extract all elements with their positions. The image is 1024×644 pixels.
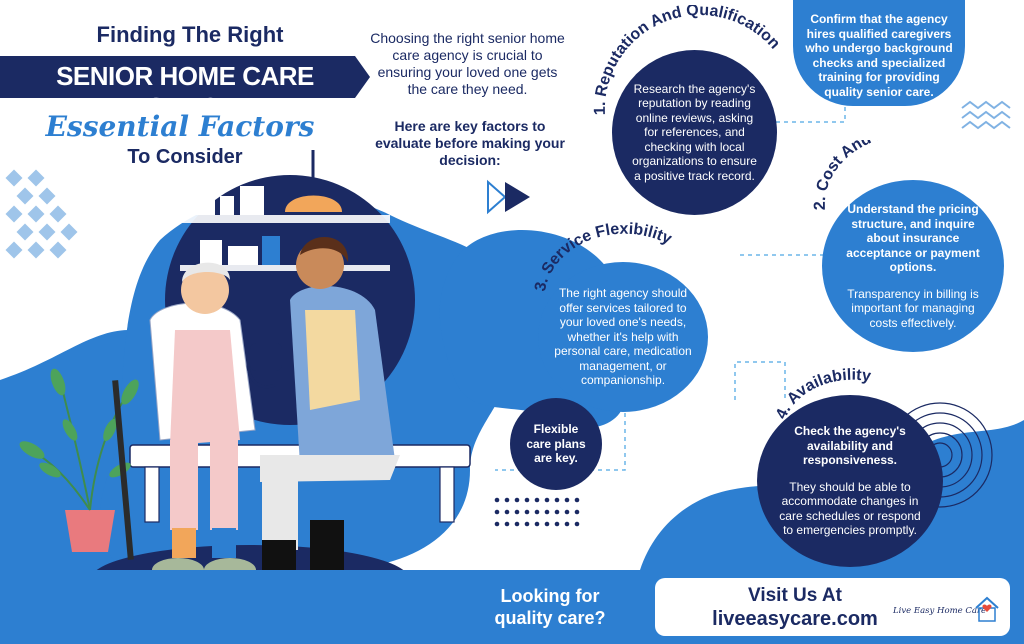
- logo-text: Live Easy Home Care: [893, 606, 987, 616]
- factor1-extra-box: Confirm that the agency hires qualified …: [793, 0, 965, 106]
- footer-card[interactable]: Visit Us At liveeasycare.com Live Easy H…: [655, 578, 1010, 636]
- factor4-circle: Check the agency's availability and resp…: [757, 395, 943, 567]
- intro-emphasis: Here are key factors to evaluate before …: [375, 118, 565, 168]
- title-line1: Finding The Right: [96, 22, 284, 47]
- factor2-extra: Transparency in billing is important for…: [847, 286, 979, 330]
- arrow-solid-icon: [505, 182, 530, 212]
- factor3-extra-circle: Flexible care plans are key.: [510, 398, 602, 490]
- factor2-circle: Understand the pricing structure, and in…: [822, 180, 1004, 352]
- title-line2: SENIOR HOME CARE AGENCY:: [56, 61, 314, 122]
- factor4-body: Check the agency's availability and resp…: [794, 424, 906, 468]
- house-heart-icon: [975, 596, 999, 622]
- title-line4: To Consider: [127, 146, 243, 168]
- title-band: SENIOR HOME CARE AGENCY:: [0, 56, 370, 98]
- factor3-body: The right agency should offer services t…: [554, 286, 692, 388]
- factor1-extra: Confirm that the agency hires qualified …: [805, 12, 953, 99]
- senior-figure: [112, 262, 256, 582]
- arrow-outline-icon: [487, 179, 507, 215]
- left-blob: [0, 330, 130, 644]
- factor1-circle: Research the agency's reputation by read…: [612, 50, 777, 215]
- website-link[interactable]: liveeasycare.com: [712, 608, 878, 630]
- factor3-circle: The right agency should offer services t…: [538, 262, 708, 412]
- factor3-extra: Flexible care plans are key.: [526, 422, 586, 466]
- visit-label: Visit Us At: [748, 585, 842, 606]
- footer-question: Looking for quality care?: [494, 586, 606, 628]
- caregiver-figure: [246, 237, 400, 580]
- title-line3: Essential Factors: [45, 110, 315, 143]
- intro-text: Choosing the right senior home care agen…: [370, 30, 565, 97]
- company-logo: Live Easy Home Care: [893, 594, 1003, 628]
- factor4-extra: They should be able to accommodate chang…: [779, 479, 921, 538]
- factor1-body: Research the agency's reputation by read…: [632, 81, 757, 183]
- factor2-body: Understand the pricing structure, and in…: [846, 202, 980, 274]
